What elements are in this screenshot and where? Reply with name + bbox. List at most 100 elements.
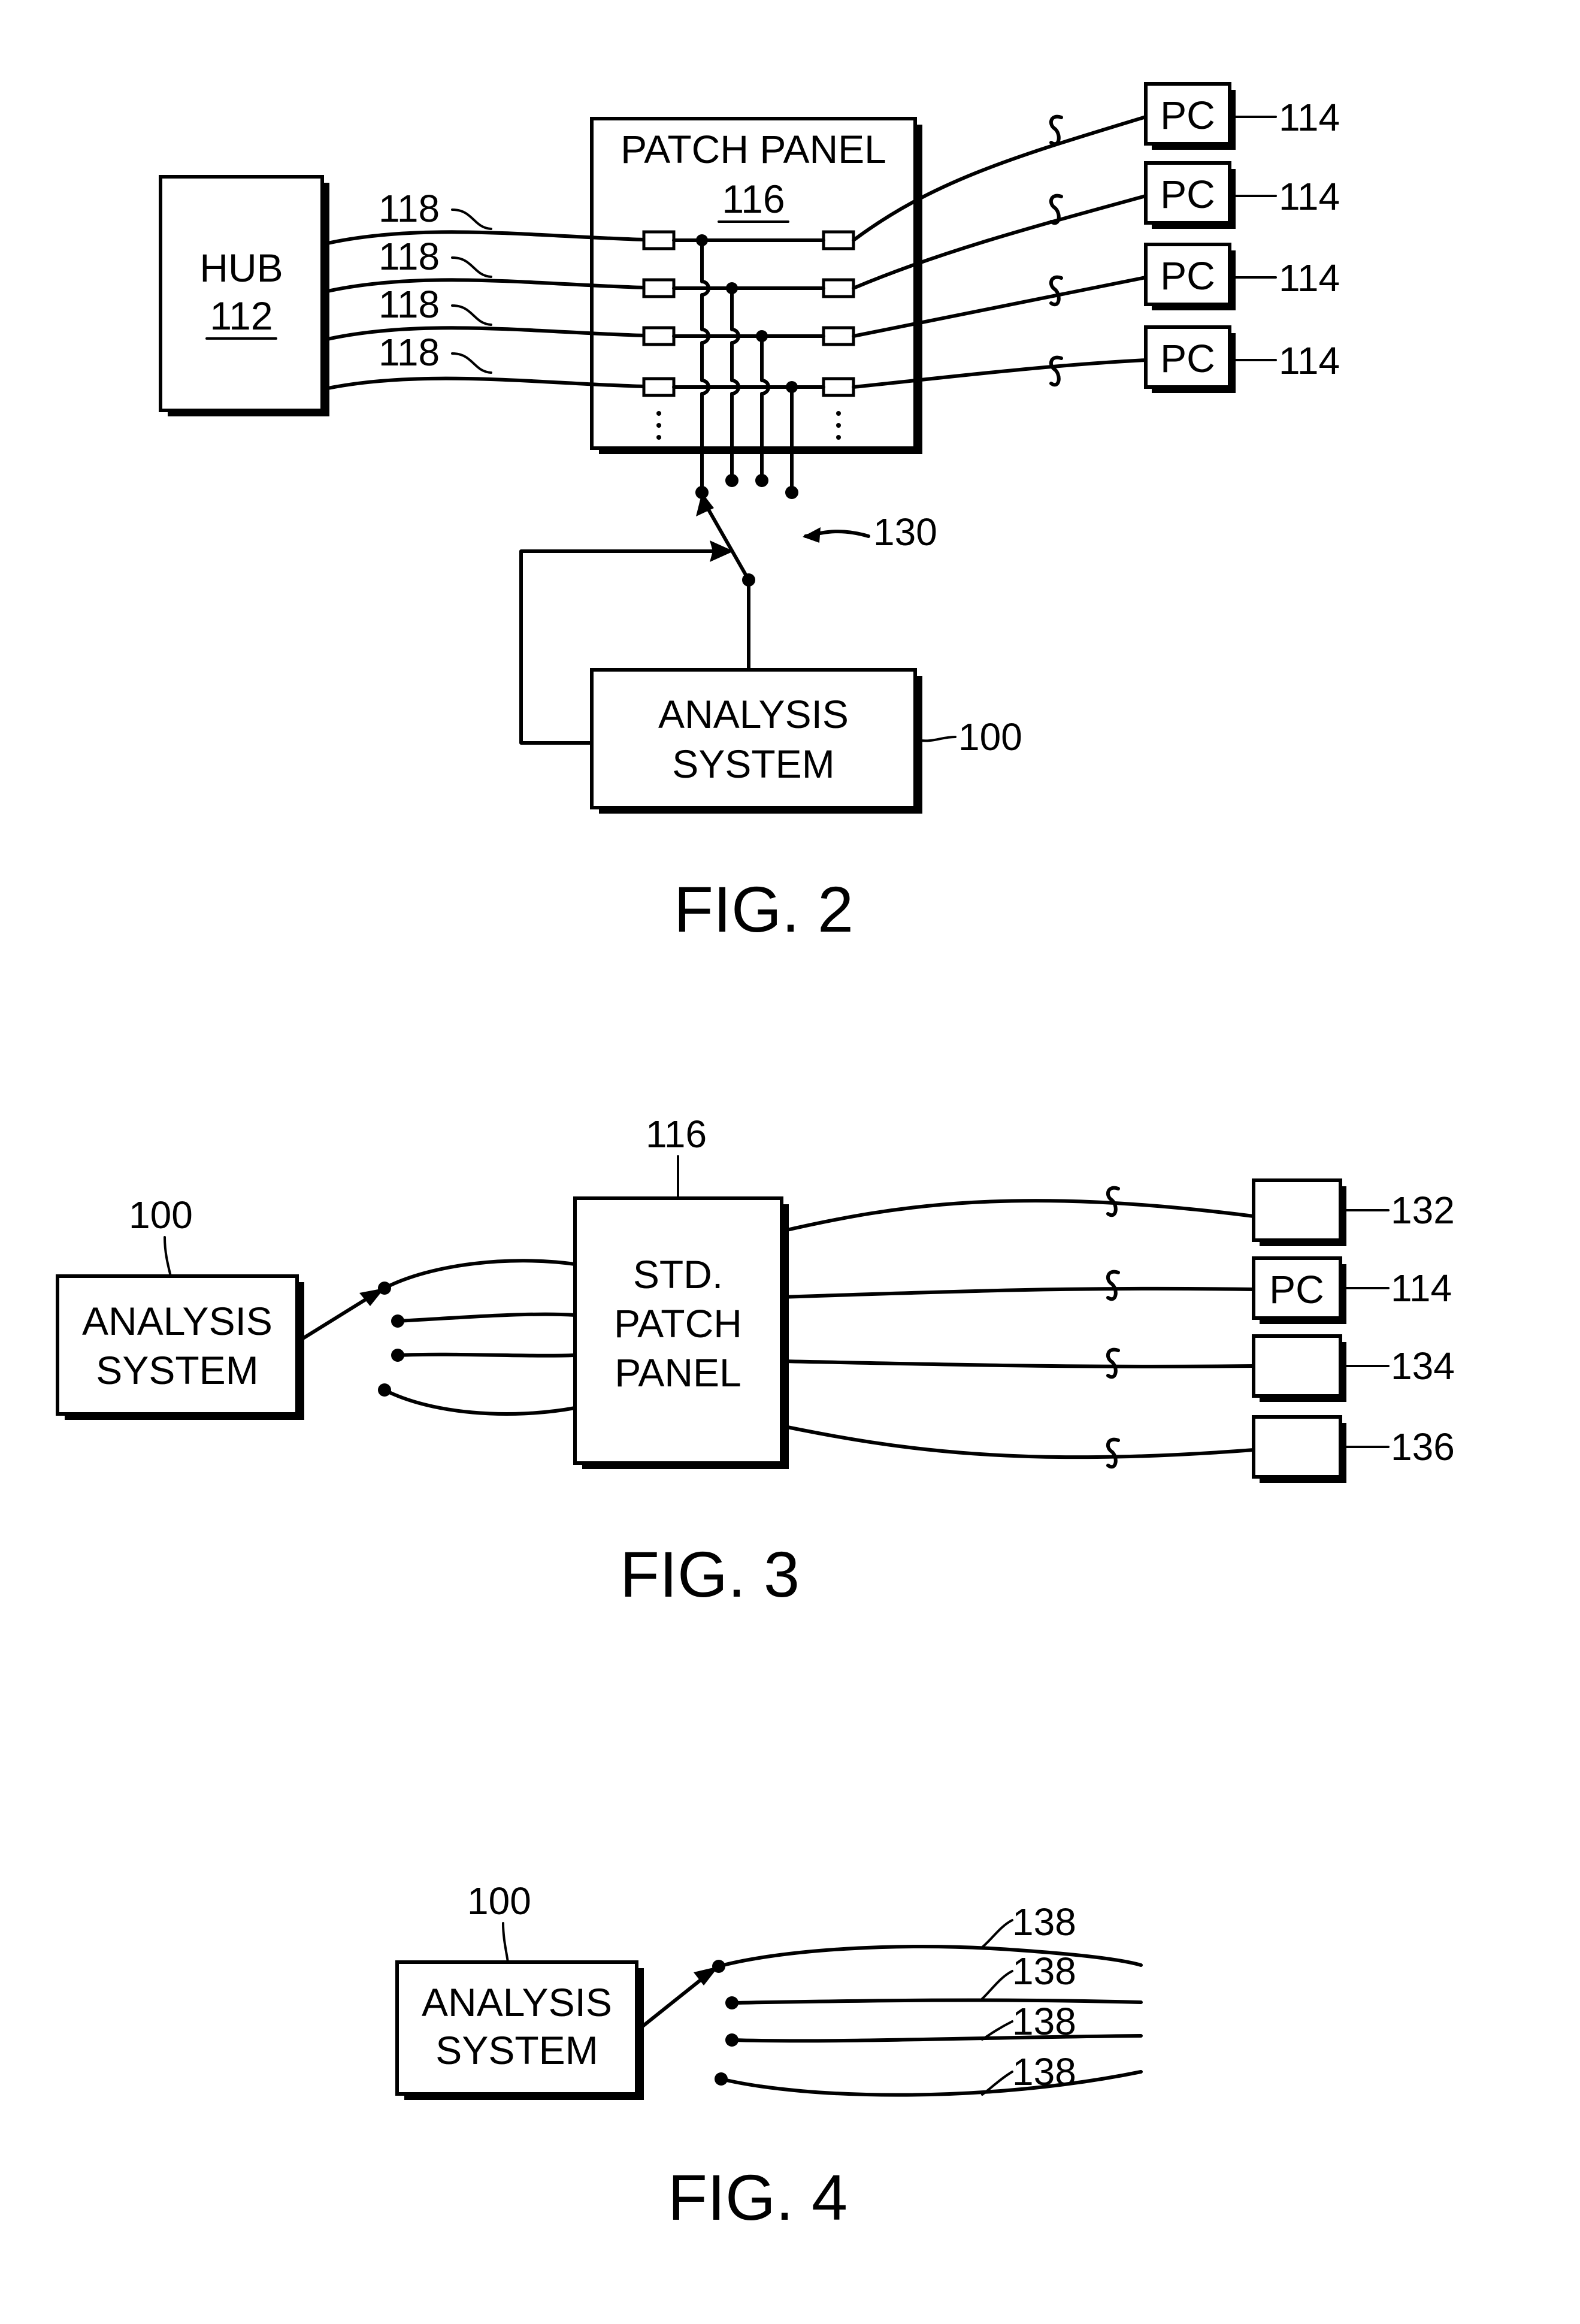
switch-contact (755, 474, 768, 487)
cable-ref: 118 (379, 331, 440, 374)
hub-112: HUB 112 (161, 177, 329, 416)
analysis-system-100: ANALYSIS SYSTEM 100 (397, 1879, 644, 2100)
pc-label: PC (1160, 172, 1215, 216)
panel-label-line2: PATCH (614, 1301, 742, 1346)
cable-label-118: 118 (379, 187, 491, 230)
patch-panel-label: PATCH PANEL (621, 127, 886, 171)
cable-label-138: 138 (982, 1950, 1076, 1999)
switch-ref: 130 (873, 510, 937, 554)
panel-port-left (644, 328, 674, 344)
panel-port-right (824, 379, 853, 395)
pc-label: PC (1269, 1267, 1324, 1311)
network-cable-138 (732, 2000, 1141, 2003)
panel-lead (385, 1261, 575, 1288)
cable-break-symbol (1108, 1440, 1118, 1467)
panel-label-line3: PANEL (615, 1350, 741, 1395)
analysis-label-line2: SYSTEM (435, 2028, 598, 2072)
device-134: 134 (782, 1336, 1455, 1402)
pc-ref: 114 (1279, 175, 1340, 218)
device-cable (782, 1361, 1254, 1367)
figure-4: ANALYSIS SYSTEM 100 138 138 138 138 (397, 1879, 1141, 2234)
analysis-label-line1: ANALYSIS (82, 1299, 273, 1343)
tap-junction (726, 282, 738, 294)
ref-leader-100 (165, 1237, 171, 1276)
device-ref: 136 (1391, 1425, 1455, 1468)
analysis-label-line2: SYSTEM (96, 1348, 258, 1392)
pc-label: PC (1160, 253, 1215, 298)
cable-break-symbol (1108, 1272, 1118, 1299)
tap-junction (696, 234, 708, 246)
device-ref: 132 (1391, 1189, 1455, 1232)
cable-label-118: 118 (379, 283, 491, 326)
panel-port-right (824, 232, 853, 249)
panel-lead (398, 1314, 575, 1321)
device-cable (782, 1289, 1254, 1297)
cable-ref: 118 (379, 283, 440, 326)
panel-port-left (644, 379, 674, 395)
cable-label-118: 118 (379, 235, 491, 278)
hub-label: HUB (199, 246, 283, 290)
analysis-ref: 100 (958, 715, 1022, 758)
cable-ref: 138 (1012, 1950, 1076, 1993)
selector-arm (297, 1294, 374, 1342)
switch-contact (725, 474, 738, 487)
cable-ref: 138 (1012, 1900, 1076, 1944)
panel-lead (385, 1390, 575, 1414)
cable-ref: 138 (1012, 2050, 1076, 2093)
pc-label: PC (1160, 336, 1215, 380)
cable-break-symbol (1051, 117, 1061, 144)
analysis-label-line2: SYSTEM (672, 742, 834, 786)
tap-junction (786, 381, 798, 393)
device-132: 132 (782, 1180, 1455, 1246)
network-cable-138 (721, 2072, 1141, 2095)
pc-ref: 114 (1279, 256, 1340, 300)
figure-3: ANALYSIS SYSTEM 100 STD. PATCH PANEL 116 (57, 1113, 1455, 1610)
selector-arm (637, 1974, 708, 2031)
device-cable (782, 1426, 1254, 1457)
panel-port-left (644, 280, 674, 297)
figure-2-caption: FIG. 2 (674, 873, 853, 945)
panel-lead (398, 1355, 575, 1356)
ref-leader-100 (503, 1923, 508, 1962)
cable-break-symbol (1108, 1350, 1118, 1377)
device-ref: 114 (1391, 1267, 1452, 1310)
analysis-ref: 100 (129, 1193, 193, 1237)
analysis-label-line1: ANALYSIS (422, 1980, 612, 2024)
panel-label-line1: STD. (633, 1252, 723, 1297)
figure-2: HUB 112 PATCH PANEL 116 (161, 84, 1340, 945)
pc-ref: 114 (1279, 96, 1340, 139)
network-cable-138 (732, 2036, 1141, 2041)
device-ref: 134 (1391, 1344, 1455, 1388)
switch-contact (785, 486, 798, 499)
analysis-system-100: ANALYSIS SYSTEM 100 (592, 670, 1022, 814)
pc-114: PC 114 (853, 327, 1340, 393)
analysis-label-line1: ANALYSIS (658, 692, 849, 736)
hub-ref: 112 (210, 294, 273, 338)
panel-port-right (824, 328, 853, 344)
pc-114: PC 114 (853, 84, 1340, 240)
device-136: 136 (782, 1417, 1455, 1483)
pc-label: PC (1160, 93, 1215, 137)
device-pc-114: PC 114 (782, 1258, 1452, 1324)
patch-panel-ref: 116 (722, 177, 785, 221)
network-cable-138 (719, 1947, 1141, 1966)
cable-ref: 118 (379, 187, 440, 230)
std-patch-panel-116: STD. PATCH PANEL 116 (575, 1113, 789, 1469)
pc-114: PC 114 (853, 163, 1340, 288)
panel-port-right (824, 280, 853, 297)
analysis-system-100: ANALYSIS SYSTEM 100 (57, 1193, 304, 1420)
switch-control-arrowhead (710, 540, 734, 562)
cable-break-symbol (1051, 277, 1061, 305)
cable-break-symbol (1051, 358, 1061, 385)
panel-port-left (644, 232, 674, 249)
cable-ref: 118 (379, 235, 440, 278)
cable-label-138: 138 (982, 1900, 1076, 1947)
cable-ref: 138 (1012, 2000, 1076, 2043)
pc-114: PC 114 (853, 244, 1340, 336)
device-cable (782, 1201, 1254, 1231)
pc-ref: 114 (1279, 339, 1340, 382)
figure-3-caption: FIG. 3 (620, 1538, 800, 1610)
analysis-ref: 100 (467, 1879, 531, 1923)
cable-label-138: 138 (982, 2050, 1076, 2095)
